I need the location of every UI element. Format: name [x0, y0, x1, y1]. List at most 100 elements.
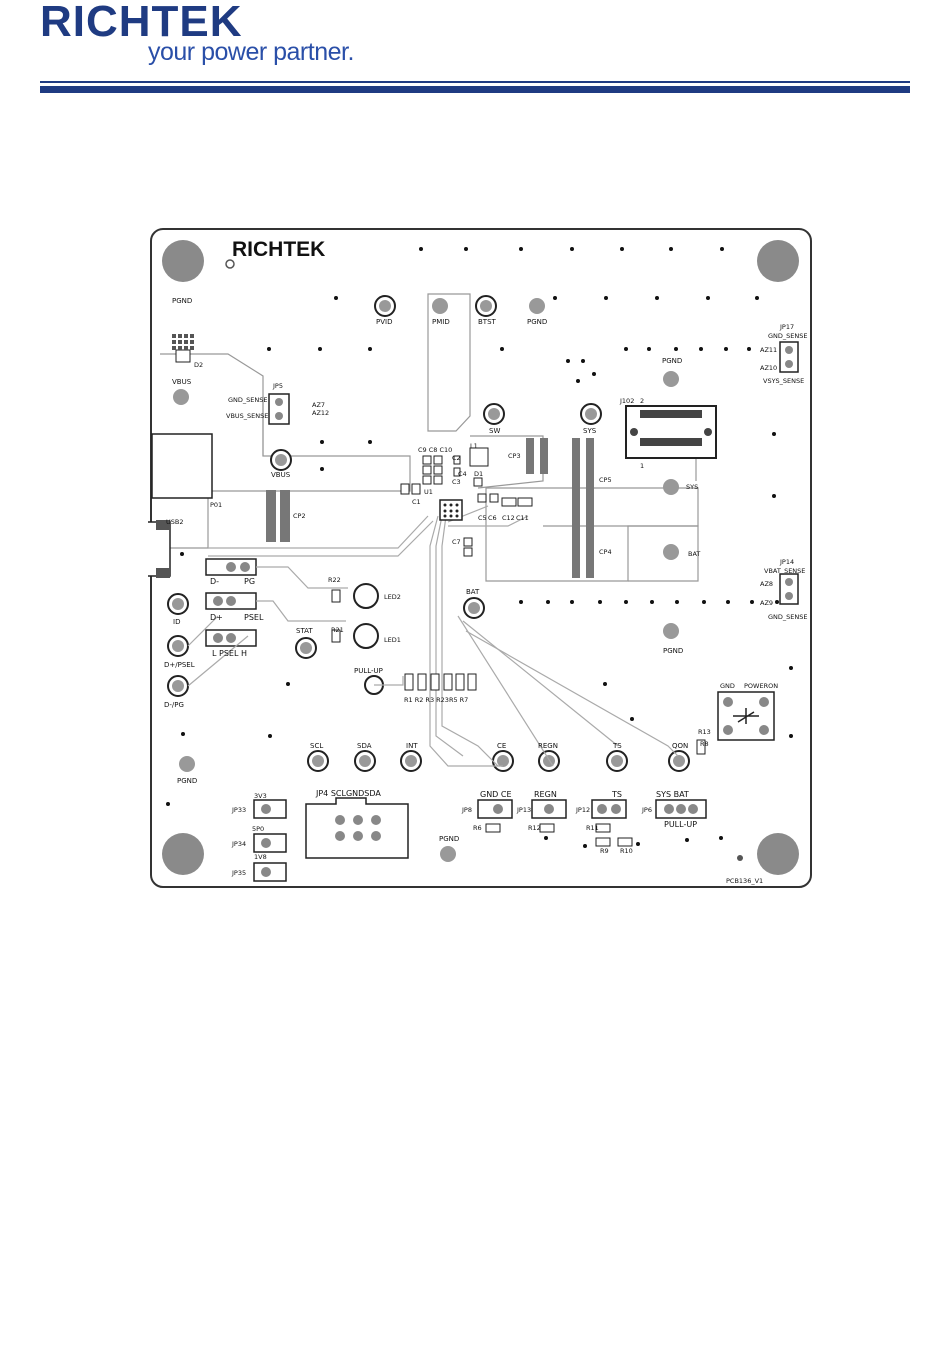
label-pgnd-bottom: PGND [439, 835, 459, 843]
label-qon: QON [672, 742, 688, 750]
silk-logo: RICHTEK [232, 238, 325, 261]
traces [187, 505, 679, 767]
label-scl: SCL [310, 742, 323, 750]
silk-az10: AZ10 [760, 364, 777, 372]
label-ce: CE [497, 742, 506, 750]
silk-jp17: JP17 [779, 323, 794, 331]
copper-bars [266, 438, 594, 578]
silk-led2: LED2 [384, 593, 401, 601]
silk-l1: L1 [470, 442, 478, 450]
silk-pin2: 2 [640, 397, 644, 405]
silk-poweron: POWERON [744, 682, 778, 690]
test-pads [167, 295, 690, 862]
mounting-holes [162, 240, 799, 875]
silk-vbat-sense: VBAT_SENSE [764, 567, 805, 575]
silk-vbus-sense: VBUS_SENSE [226, 412, 268, 420]
leds [353, 583, 379, 649]
silk-dplus: D+ [210, 613, 223, 622]
silk-r6: R6 [473, 824, 482, 832]
silk-j102: J102 [619, 397, 634, 405]
silk-r-row: R1 R2 R3 R23R5 R7 [404, 696, 468, 704]
silk-az9: AZ9 [760, 599, 773, 607]
silk-usb2: USB2 [166, 518, 183, 526]
silk-vsys-sense: VSYS_SENSE [763, 377, 804, 385]
label-pgnd-tl: PGND [172, 297, 192, 305]
silk-version: PCB136_V1 [726, 877, 763, 885]
silk-r10: R10 [620, 847, 633, 855]
silk-gnd-poweron-gnd: GND [720, 682, 735, 690]
connector-j102 [625, 405, 717, 459]
silk-psel: PSEL [244, 613, 264, 622]
silk-r9: R9 [600, 847, 609, 855]
d2-array [172, 334, 194, 350]
silk-3v3: 3V3 [254, 792, 267, 800]
header-rule-thick [40, 86, 910, 93]
label-ts: TS [612, 742, 622, 750]
label-pmid: PMID [432, 318, 450, 326]
silk-jp6: JP6 [641, 806, 652, 814]
label-vbus: VBUS [172, 378, 192, 386]
silk-c4: C4 [458, 470, 467, 478]
silk-l-psel-h: L PSEL H [212, 649, 247, 658]
silk-r21: R21 [331, 626, 344, 634]
brand-logo: RICHTEK [40, 0, 243, 46]
silk-jp13: JP13 [516, 806, 531, 814]
silk-d2: D2 [194, 361, 203, 369]
silk-az12: AZ12 [312, 409, 329, 417]
label-bat: BAT [466, 588, 480, 596]
silk-az8: AZ8 [760, 580, 773, 588]
label-dminus-pg: D-/PG [164, 701, 184, 709]
silk-d1: D1 [474, 470, 483, 478]
silk-az11: AZ11 [760, 346, 777, 354]
silk-1v8: 1V8 [254, 853, 267, 861]
silk-c-caps: C9 C8 C10 [418, 446, 452, 454]
silk-jp4: JP4 SCLGNDSDA [315, 789, 381, 798]
silk-jp34: JP34 [231, 840, 246, 848]
silk-jp33: JP33 [231, 806, 246, 814]
silk-r11: R11 [586, 824, 599, 832]
label-btst: BTST [478, 318, 497, 326]
silk-gnd-sense-jp17: GND_SENSE [768, 332, 807, 340]
label-int: INT [406, 742, 418, 750]
label-id: ID [173, 618, 180, 626]
silk-pull-up2: PULL-UP [664, 820, 697, 829]
label-dplus-psel: D+/PSEL [164, 661, 195, 669]
header-rule-thin [40, 81, 910, 83]
silk-regn2: REGN [534, 790, 557, 799]
label-regn: REGN [538, 742, 558, 750]
label-pgnd-mid: PGND [662, 357, 682, 365]
pad-labels: PVID PMID BTST PGND SW SYS VBUS VBUS BAT… [164, 297, 688, 843]
pcb-top-silk-image: RICHTEK [143, 226, 814, 890]
silk-c2: C2 [452, 454, 461, 462]
silk-led1: LED1 [384, 636, 401, 644]
silk-r13: R13 [698, 728, 711, 736]
silk-jp35: JP35 [231, 869, 246, 877]
silk-r8: R8 [700, 740, 709, 748]
label-sda: SDA [357, 742, 372, 750]
jp4-header [305, 797, 409, 859]
silk-c5: C5 [478, 514, 487, 522]
silk-sys2: SYS [686, 483, 698, 491]
silk-cp2: CP2 [293, 512, 306, 520]
silk-pg: PG [244, 577, 255, 586]
silk-jp14: JP14 [779, 558, 794, 566]
small-components [175, 349, 706, 847]
silk-c7: C7 [452, 538, 461, 546]
label-pgnd-right: PGND [663, 647, 683, 655]
silk-gnd-sense-jp5: GND_SENSE [228, 396, 267, 404]
silk-jp5: JP5 [272, 382, 283, 390]
label-stat: STAT [296, 627, 313, 635]
silk-cp3: CP3 [508, 452, 521, 460]
silk-c12: C12 [502, 514, 515, 522]
silk-sys-bat: SYS BAT [656, 790, 689, 799]
silk-cp5: CP5 [599, 476, 612, 484]
label-pgnd-top: PGND [527, 318, 547, 326]
silk-c3: C3 [452, 478, 461, 486]
page-header: RICHTEK your power partner. [0, 0, 950, 100]
label-pgnd-left: PGND [177, 777, 197, 785]
silk-bat2: BAT [688, 550, 700, 558]
silk-p01: P01 [210, 501, 222, 509]
label-pull-up: PULL-UP [354, 667, 383, 675]
silk-c6: C6 [488, 514, 497, 522]
silk-jp8: JP8 [461, 806, 472, 814]
